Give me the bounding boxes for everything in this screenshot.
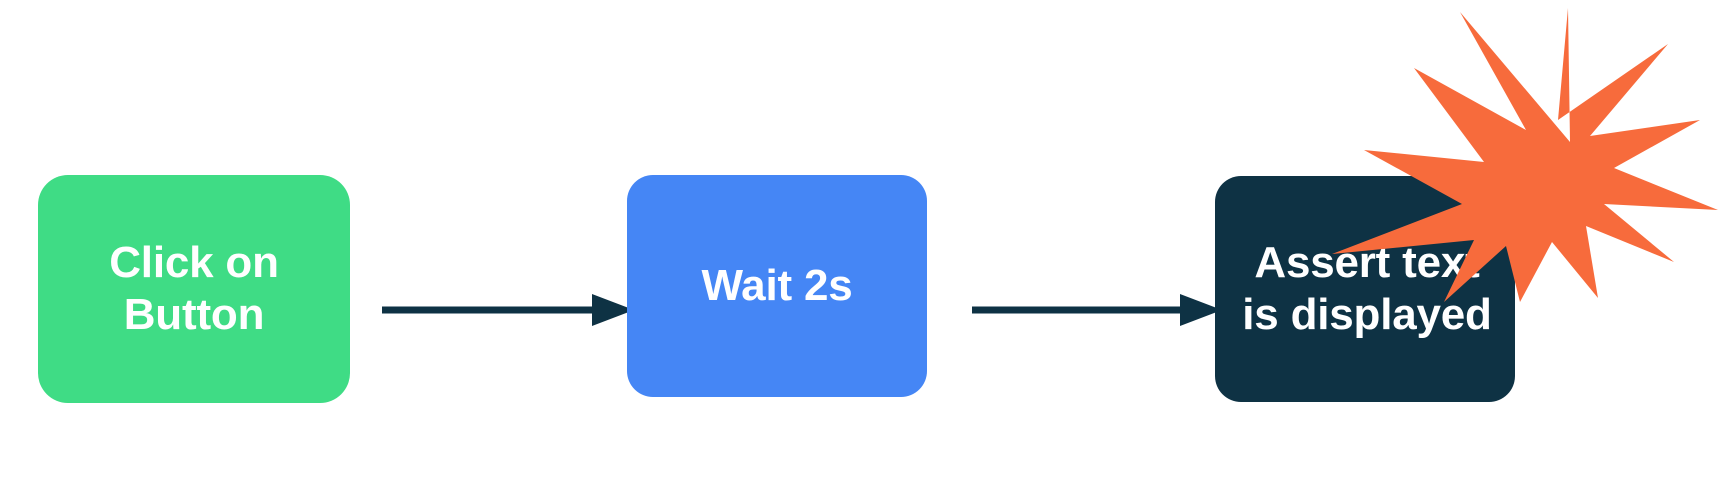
flow-node-label: Wait 2s: [701, 261, 853, 311]
arrow-head-icon: [592, 294, 634, 326]
flow-node-label: Assert text is displayed: [1242, 238, 1492, 339]
flow-node-wait-2s[interactable]: Wait 2s: [627, 175, 927, 397]
flow-node-click-on-button[interactable]: Click on Button: [38, 175, 350, 403]
flow-node-assert-text-is-displayed[interactable]: Assert text is displayed: [1215, 176, 1515, 402]
flow-connector-click-to-wait: [382, 294, 634, 326]
arrow-head-icon: [1180, 294, 1222, 326]
flow-node-label: Click on Button: [109, 238, 279, 339]
flow-connector-wait-to-assert: [972, 294, 1222, 326]
